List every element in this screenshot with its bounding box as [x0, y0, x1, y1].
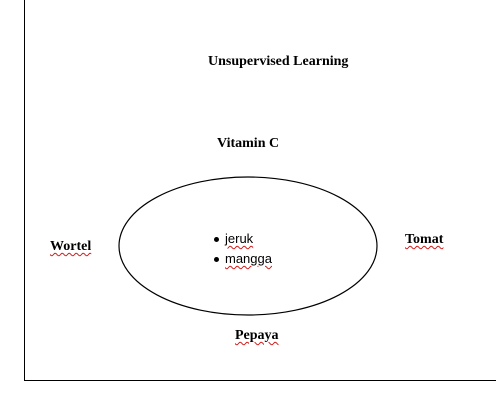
- item-label: jeruk: [225, 231, 254, 246]
- page-border-bottom: [24, 380, 496, 381]
- cluster-label: Vitamin C: [217, 136, 280, 151]
- cluster-items: jeruk mangga: [214, 229, 272, 269]
- outside-label-bottom: Pepaya: [235, 328, 279, 343]
- page-border-left: [24, 0, 25, 381]
- cluster-ellipse: [118, 176, 378, 316]
- bullet-icon: [214, 256, 219, 262]
- list-item: jeruk: [214, 229, 272, 249]
- outside-label-right: Tomat: [405, 232, 444, 247]
- outside-label-left: Wortel: [50, 239, 92, 254]
- item-label: mangga: [225, 251, 272, 266]
- list-item: mangga: [214, 249, 272, 269]
- bullet-icon: [214, 236, 219, 242]
- diagram-title: Unsupervised Learning: [208, 54, 349, 69]
